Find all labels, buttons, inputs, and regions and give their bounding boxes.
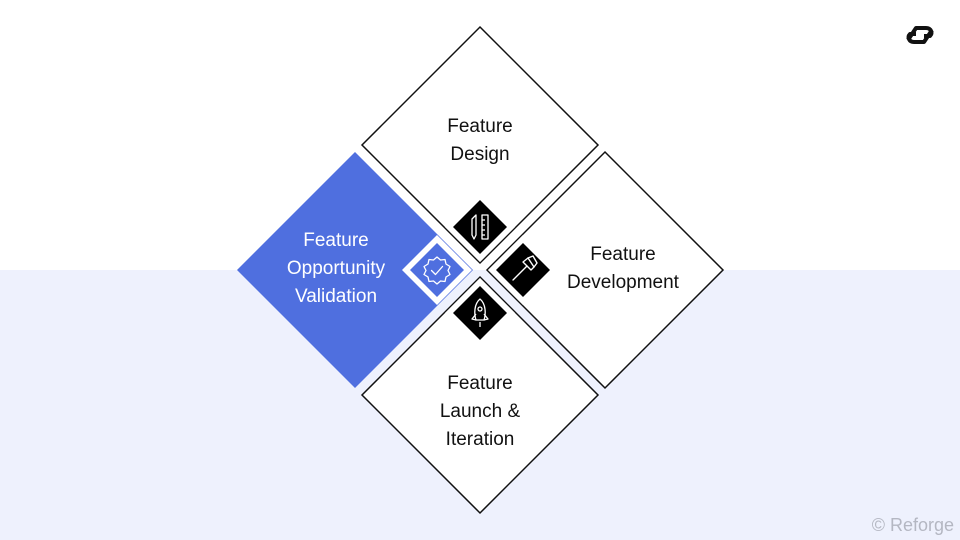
validation-icon-tile-inner [410, 243, 464, 297]
reforge-logo-icon [906, 26, 934, 44]
design-label: Feature Design [380, 113, 580, 169]
launch-label-line: Launch & [439, 401, 521, 422]
badge-check-icon [423, 256, 451, 285]
rocket-icon [471, 298, 489, 327]
design-label-line: Feature [447, 116, 513, 137]
copyright-text: © Reforge [871, 515, 954, 535]
development-label-line: Development [567, 272, 679, 293]
development-label: Feature Development [523, 241, 723, 297]
validation-label: Feature Opportunity Validation [236, 227, 436, 311]
launch-label: Feature Launch & Iteration [380, 370, 580, 454]
design-icon-tile-inner [453, 200, 507, 254]
development-label-line: Feature [590, 244, 656, 265]
validation-label-line: Opportunity [286, 258, 386, 279]
launch-icon-tile-inner [453, 286, 507, 340]
design-label-line: Design [450, 144, 510, 165]
launch-label-line: Iteration [445, 429, 515, 450]
design-diamond [360, 25, 600, 265]
validation-diamond [237, 152, 473, 388]
validation-label-line: Validation [294, 286, 378, 307]
launch-label-line: Feature [447, 373, 513, 394]
hammer-icon [512, 255, 538, 281]
development-diamond [485, 150, 725, 390]
launch-diamond [360, 275, 600, 515]
pencil-ruler-icon [471, 214, 489, 240]
validation-label-line: Feature [303, 230, 369, 251]
